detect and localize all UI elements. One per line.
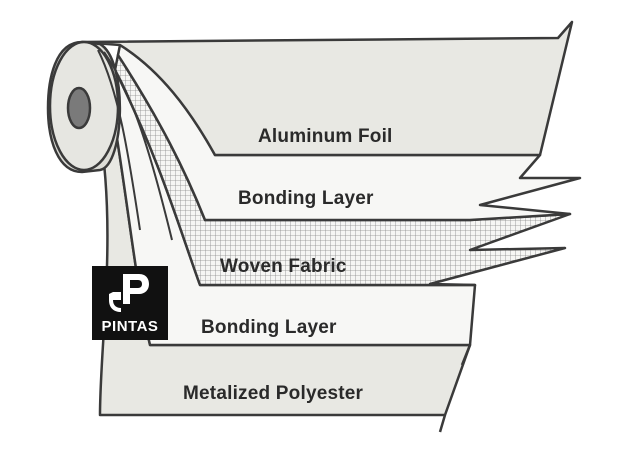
bonding-layer-bottom-label: Bonding Layer [201, 317, 337, 338]
bonding-layer-top-label: Bonding Layer [238, 188, 374, 209]
pintas-logo-text: PINTAS [101, 318, 159, 335]
aluminum-foil-band [80, 20, 574, 157]
metalized-polyester-label: Metalized Polyester [183, 383, 364, 404]
pintas-logo-mark-icon [109, 274, 149, 312]
bottom-edge-tail [438, 344, 472, 433]
aluminum-foil-label: Aluminum Foil [258, 126, 393, 147]
roll-core [66, 86, 92, 130]
roll-strand [103, 51, 173, 241]
roll-strand [97, 49, 141, 231]
woven-fabric-label: Woven Fabric [220, 256, 347, 277]
pintas-logo: PINTAS [92, 266, 168, 340]
